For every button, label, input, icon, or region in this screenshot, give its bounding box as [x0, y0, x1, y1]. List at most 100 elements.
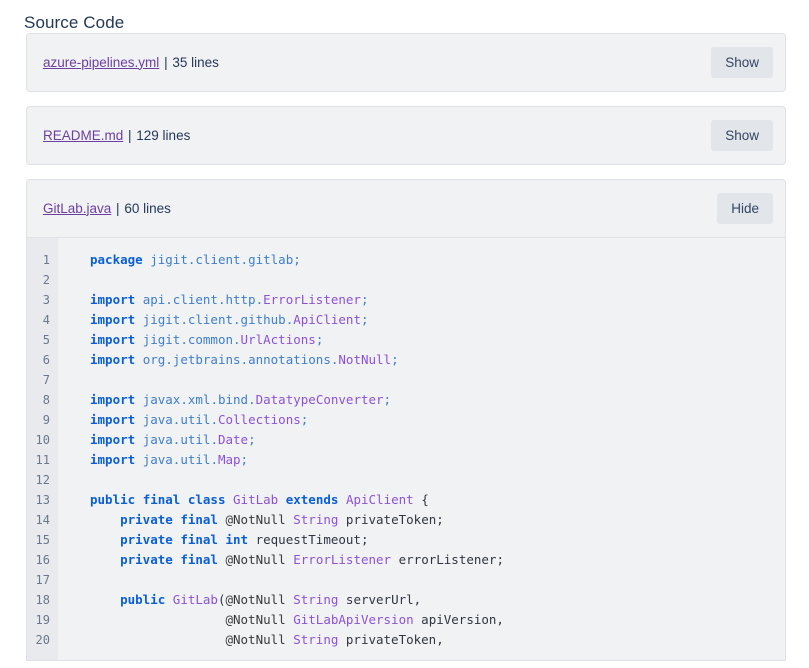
code-line-number: 14: [35, 513, 50, 527]
code-token: bind: [217, 392, 249, 407]
code-line: public final class GitLab extends ApiCli…: [90, 490, 785, 510]
code-line: [90, 570, 785, 590]
show-hide-button[interactable]: Show: [711, 120, 773, 151]
code-token: ErrorListener: [293, 552, 392, 567]
code-token: util: [180, 432, 211, 447]
code-line-number: 17: [35, 573, 50, 587]
code-token: [135, 432, 143, 447]
code-token: ;: [383, 392, 392, 407]
code-token: [135, 332, 143, 347]
code-token: import: [90, 312, 136, 327]
code-token: [180, 492, 188, 507]
code-token: .: [240, 352, 249, 367]
code-token: http: [225, 292, 256, 307]
code-token: [135, 392, 143, 407]
code-token: [90, 592, 120, 607]
code-line-number: 20: [35, 633, 50, 647]
code-token: private: [120, 512, 173, 527]
code-token: [90, 612, 225, 627]
code-line: import java.util.Date;: [90, 430, 785, 450]
code-token: .: [210, 452, 218, 467]
code-token: .: [233, 312, 241, 327]
code-token: @NotNull: [225, 552, 286, 567]
code-line: import javax.xml.bind.DatatypeConverter;: [90, 390, 785, 410]
code-token: DatatypeConverter: [255, 392, 384, 407]
code-token: .: [172, 412, 181, 427]
code-token: [90, 512, 120, 527]
code-token: (: [217, 592, 226, 607]
code-token: .: [255, 292, 264, 307]
code-line-number: 8: [42, 393, 50, 407]
code-token: [90, 552, 120, 567]
code-line-number: 19: [35, 613, 50, 627]
code-line-number: 13: [35, 493, 50, 507]
file-list: azure-pipelines.yml | 35 lines Show READ…: [0, 33, 809, 238]
code-token: client: [187, 312, 234, 327]
code-token: int: [225, 532, 249, 547]
file-line-count: 60 lines: [124, 200, 171, 216]
code-token: .: [330, 352, 339, 367]
code-token: .: [217, 292, 226, 307]
code-token: @NotNull: [225, 512, 286, 527]
code-token: String: [293, 512, 339, 527]
show-hide-button[interactable]: Show: [711, 47, 773, 78]
code-token: private: [120, 552, 173, 567]
code-token: requestTimeout;: [248, 532, 369, 547]
code-line: [90, 370, 785, 390]
code-token: Date: [217, 432, 249, 447]
file-link[interactable]: azure-pipelines.yml: [43, 54, 160, 70]
code-line: package jigit.client.gitlab;: [90, 250, 785, 270]
code-line-number: 10: [35, 433, 50, 447]
code-token: api: [142, 292, 166, 307]
code-token: .: [180, 332, 188, 347]
code-token: import: [90, 292, 136, 307]
code-token: errorListener;: [391, 552, 504, 567]
code-token: xml: [187, 392, 211, 407]
code-content[interactable]: package jigit.client.gitlab; import api.…: [58, 238, 785, 660]
code-line-number: 18: [35, 593, 50, 607]
file-separator: |: [112, 200, 124, 216]
code-token: final: [142, 492, 181, 507]
code-token: .: [240, 252, 249, 267]
file-card-gitlab-java: GitLab.java | 60 lines Hide: [26, 179, 786, 238]
file-meta: GitLab.java | 60 lines: [43, 202, 171, 216]
code-token: privateToken;: [338, 512, 444, 527]
file-meta: README.md | 129 lines: [43, 129, 190, 143]
code-token: jigit: [142, 332, 181, 347]
code-line: import jigit.client.github.ApiClient;: [90, 310, 785, 330]
code-token: .: [233, 332, 241, 347]
code-line-number: 15: [35, 533, 50, 547]
show-hide-button[interactable]: Hide: [717, 193, 773, 224]
file-meta: azure-pipelines.yml | 35 lines: [43, 56, 219, 70]
code-token: jigit: [142, 312, 181, 327]
code-line-number: 16: [35, 553, 50, 567]
code-token: UrlActions: [240, 332, 316, 347]
code-token: .: [210, 432, 218, 447]
code-token: Map: [217, 452, 241, 467]
code-token: .: [285, 312, 294, 327]
code-line: [90, 270, 785, 290]
code-token: import: [90, 432, 136, 447]
code-token: [278, 492, 286, 507]
code-token: final: [180, 532, 218, 547]
code-token: GitLab: [172, 592, 218, 607]
code-line-number: 11: [35, 453, 50, 467]
file-link[interactable]: GitLab.java: [43, 200, 112, 216]
code-token: @NotNull: [225, 632, 286, 647]
code-token: .: [187, 252, 196, 267]
code-line-number: 1: [42, 253, 50, 267]
file-link[interactable]: README.md: [43, 127, 124, 143]
code-token: import: [90, 352, 136, 367]
code-token: javax: [142, 392, 181, 407]
code-token: [135, 492, 143, 507]
code-line: @NotNull GitLabApiVersion apiVersion,: [90, 610, 785, 630]
code-token: NotNull: [338, 352, 392, 367]
code-token: ApiClient: [293, 312, 361, 327]
code-token: java: [142, 412, 173, 427]
code-line-number: 7: [42, 373, 50, 387]
code-token: jetbrains: [172, 352, 241, 367]
code-token: String: [293, 632, 339, 647]
